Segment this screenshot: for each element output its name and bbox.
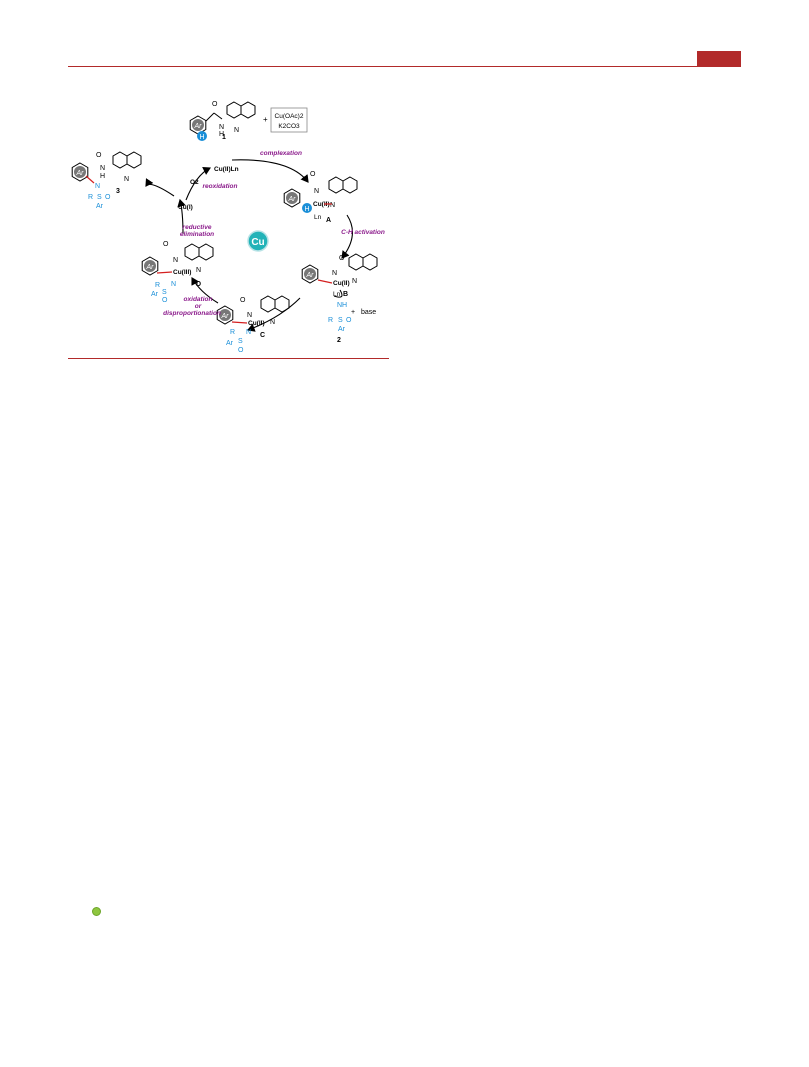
reagent-2: NH R S O Ar + base 2	[328, 302, 376, 344]
svg-text:N: N	[352, 278, 357, 285]
svg-text:O: O	[339, 255, 345, 262]
svg-text:S: S	[162, 289, 167, 296]
svg-text:O: O	[96, 152, 102, 159]
svg-text:Ar: Ar	[76, 170, 85, 177]
svg-text:Cu: Cu	[251, 237, 264, 248]
svg-text:Ar: Ar	[306, 272, 315, 279]
svg-text:O: O	[162, 297, 168, 304]
svg-text:Cu(OAc)2: Cu(OAc)2	[275, 113, 304, 120]
intermediate-B: Ar O N N Cu(II) Ln B	[301, 253, 378, 298]
svg-text:Ar: Ar	[221, 313, 230, 320]
svg-text:D: D	[196, 281, 201, 288]
svg-text:1: 1	[222, 134, 226, 141]
svg-text:N: N	[234, 127, 239, 134]
label-complexation: complexation	[260, 150, 302, 157]
svg-text:N: N	[124, 176, 129, 183]
svg-text:N: N	[100, 165, 105, 172]
label-reoxidation: reoxidation	[202, 183, 237, 190]
label-ch-activation: C-H activation	[341, 229, 385, 236]
compound-1: Ar O N H N H 1	[189, 101, 256, 141]
svg-text:R: R	[155, 282, 160, 289]
header-rule	[68, 66, 741, 67]
svg-text:R: R	[328, 317, 333, 324]
svg-text:O: O	[238, 347, 244, 354]
svg-text:Cu(II): Cu(II)	[248, 320, 265, 327]
species-cu1: Cu(I)	[178, 204, 193, 211]
svg-text:O: O	[212, 101, 218, 108]
plus-sign: +	[263, 115, 268, 124]
svg-text:H: H	[199, 134, 204, 141]
svg-text:N: N	[219, 124, 224, 131]
svg-text:+: +	[351, 309, 355, 316]
svg-text:N: N	[330, 202, 335, 209]
svg-text:C: C	[260, 332, 265, 339]
svg-text:Ar: Ar	[226, 340, 234, 347]
intermediate-D: Ar O N N Cu(III) N R S Ar O D	[141, 241, 214, 304]
svg-text:K2CO3: K2CO3	[278, 123, 300, 130]
svg-text:R: R	[88, 194, 93, 201]
svg-text:N: N	[332, 270, 337, 277]
svg-text:Cu(II): Cu(II)	[313, 201, 330, 208]
svg-text:O: O	[240, 297, 246, 304]
svg-text:Cu(III): Cu(III)	[173, 269, 191, 276]
svg-text:O: O	[346, 317, 352, 324]
species-cu2ln: Cu(II)Ln	[214, 166, 239, 173]
svg-text:N: N	[171, 281, 176, 288]
svg-text:Cu(II): Cu(II)	[333, 280, 350, 287]
label-or: or	[195, 303, 202, 310]
svg-text:Ar: Ar	[338, 326, 346, 333]
svg-text:Ar: Ar	[288, 196, 297, 203]
label-oxidation: oxidation	[184, 296, 213, 303]
svg-text:H: H	[304, 206, 309, 213]
svg-text:N: N	[173, 257, 178, 264]
reagents-box: Cu(OAc)2 K2CO3	[270, 107, 308, 133]
svg-text:2: 2	[337, 337, 341, 344]
product-3: Ar O N H N N R S O Ar 3	[71, 151, 142, 210]
cu-center-badge: Cu	[247, 230, 269, 252]
svg-text:N: N	[247, 312, 252, 319]
svg-text:S: S	[97, 194, 102, 201]
svg-text:O: O	[163, 241, 169, 248]
label-reductive: reductive	[183, 224, 212, 231]
svg-text:Ar: Ar	[146, 264, 155, 271]
svg-text:R: R	[230, 329, 235, 336]
cycle-arrows	[145, 159, 353, 332]
header-tab	[697, 51, 741, 67]
svg-text:NH: NH	[337, 302, 347, 309]
svg-text:3: 3	[116, 188, 120, 195]
svg-text:Ar: Ar	[151, 291, 159, 298]
figure-bottom-rule	[68, 358, 389, 359]
svg-text:S: S	[338, 317, 343, 324]
svg-text:N: N	[314, 188, 319, 195]
svg-text:H: H	[219, 131, 224, 138]
svg-text:N: N	[270, 319, 275, 326]
svg-text:Ar: Ar	[96, 203, 104, 210]
svg-text:N: N	[246, 329, 251, 336]
intermediate-A: Ar O N N Cu(II) H Ln A	[283, 171, 358, 224]
svg-text:N: N	[95, 183, 100, 190]
svg-text:Ln: Ln	[333, 291, 341, 298]
svg-text:N: N	[196, 267, 201, 274]
svg-text:O: O	[105, 194, 111, 201]
svg-text:base: base	[361, 309, 376, 316]
svg-text:B: B	[343, 291, 348, 298]
svg-text:Ar: Ar	[194, 123, 203, 130]
svg-text:O: O	[310, 171, 316, 178]
species-o2: O2	[190, 179, 199, 186]
svg-text:S: S	[238, 338, 243, 345]
svg-text:Ln: Ln	[314, 214, 322, 221]
label-elimination: elimination	[180, 231, 214, 238]
label-disproportionation: disproportionation	[163, 310, 221, 317]
intermediate-C: Ar O N N Cu(II) N R S Ar O C	[216, 295, 290, 354]
svg-text:H: H	[100, 173, 105, 180]
bullet-dot	[92, 907, 101, 916]
svg-text:A: A	[326, 217, 331, 224]
